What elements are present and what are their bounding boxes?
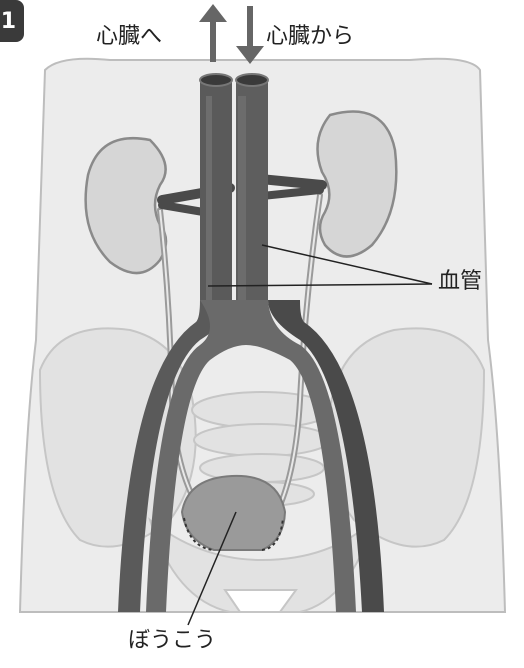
label-blood-vessel: 血管 <box>438 271 482 293</box>
label-from-heart: 心臓から <box>266 26 354 48</box>
down-arrow-icon <box>236 6 264 64</box>
label-to-heart: 心臓へ <box>96 26 162 48</box>
figure-number-badge: 1 <box>0 0 24 42</box>
label-bladder: ぼうこう <box>128 630 216 652</box>
bladder <box>182 476 285 550</box>
up-arrow-icon <box>199 4 227 62</box>
